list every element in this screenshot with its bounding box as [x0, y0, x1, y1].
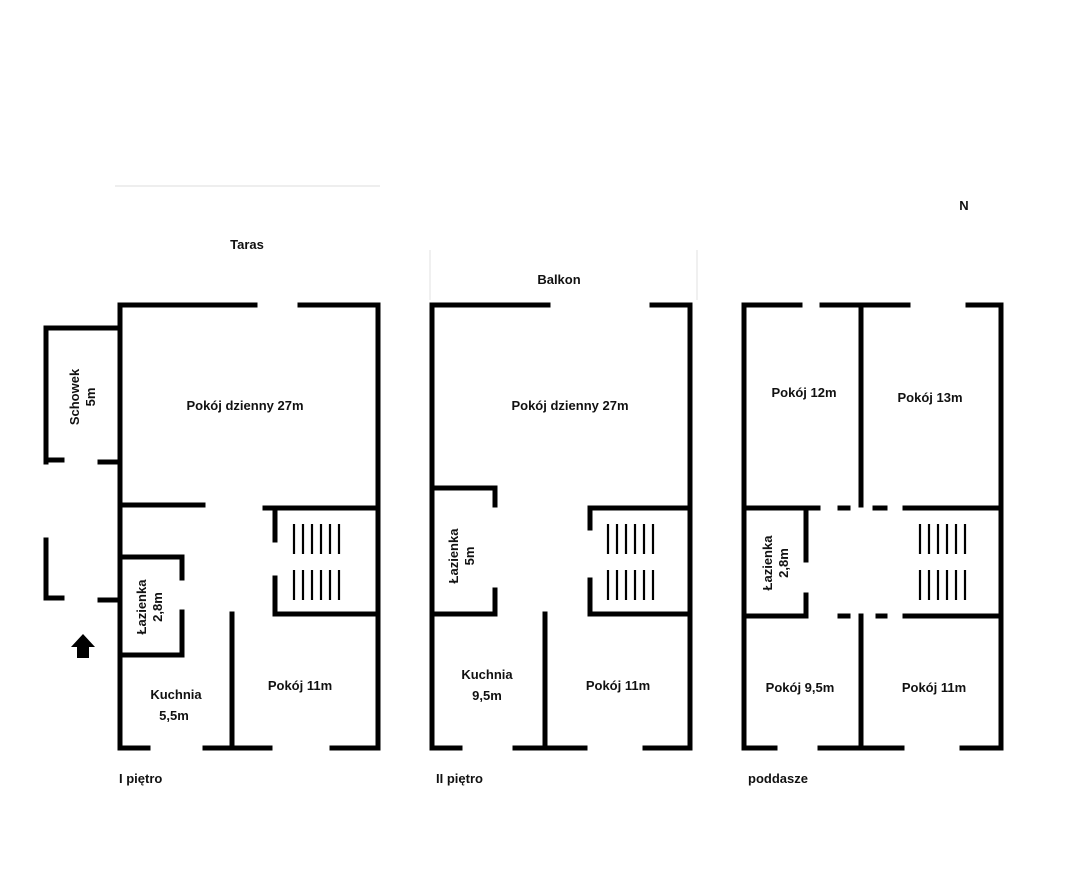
- kitchen-name: Kuchnia: [461, 667, 513, 682]
- stairs-second-floor: [606, 524, 655, 600]
- bathroom-name: Łazienka: [446, 528, 461, 584]
- storage-label: Schowek 5m: [67, 368, 98, 425]
- arrow-up-icon: [71, 634, 95, 658]
- kitchen-area: 9,5m: [472, 688, 502, 703]
- plan-second-floor: Balkon Pokój dzienny 27m Łazienka 5m Kuc…: [429, 272, 693, 786]
- storage-area: 5m: [83, 388, 98, 407]
- bathroom-area: 5m: [462, 547, 477, 566]
- floor-label: II piętro: [436, 771, 483, 786]
- compass-north: N: [959, 198, 968, 213]
- room-d-label: Pokój 11m: [902, 680, 966, 695]
- living-room-label: Pokój dzienny 27m: [186, 398, 303, 413]
- walls-attic: [741, 302, 1004, 751]
- floor-label: poddasze: [748, 771, 808, 786]
- plan-first-floor: Taras Schowek 5m Pokój dzienny 27m Łazie…: [43, 237, 381, 786]
- bathroom-name: Łazienka: [760, 535, 775, 591]
- bathroom-label: Łazienka 2,8m: [134, 579, 165, 635]
- plan-attic: N Pokój 12m Pokój 13m Łazienka 2,8m Pokó…: [741, 198, 1004, 786]
- kitchen-area: 5,5m: [159, 708, 189, 723]
- stairs-first-floor: [292, 524, 341, 600]
- walls-second-floor: [429, 302, 693, 751]
- stairs-attic: [918, 524, 967, 600]
- bathroom-area: 2,8m: [150, 592, 165, 622]
- terrace-label: Taras: [230, 237, 264, 252]
- room-a-label: Pokój 12m: [771, 385, 836, 400]
- room-b-label: Pokój 13m: [897, 390, 962, 405]
- bathroom-label: Łazienka 2,8m: [760, 535, 791, 591]
- living-room-label: Pokój dzienny 27m: [511, 398, 628, 413]
- bathroom-label: Łazienka 5m: [446, 528, 477, 584]
- balcony-label: Balkon: [537, 272, 580, 287]
- kitchen-name: Kuchnia: [150, 687, 202, 702]
- room-label: Pokój 11m: [586, 678, 650, 693]
- room-c-label: Pokój 9,5m: [766, 680, 835, 695]
- bathroom-name: Łazienka: [134, 579, 149, 635]
- walls-first-floor: [43, 302, 381, 751]
- bathroom-area: 2,8m: [776, 548, 791, 578]
- storage-name: Schowek: [67, 368, 82, 425]
- floor-label: I piętro: [119, 771, 162, 786]
- room-label: Pokój 11m: [268, 678, 332, 693]
